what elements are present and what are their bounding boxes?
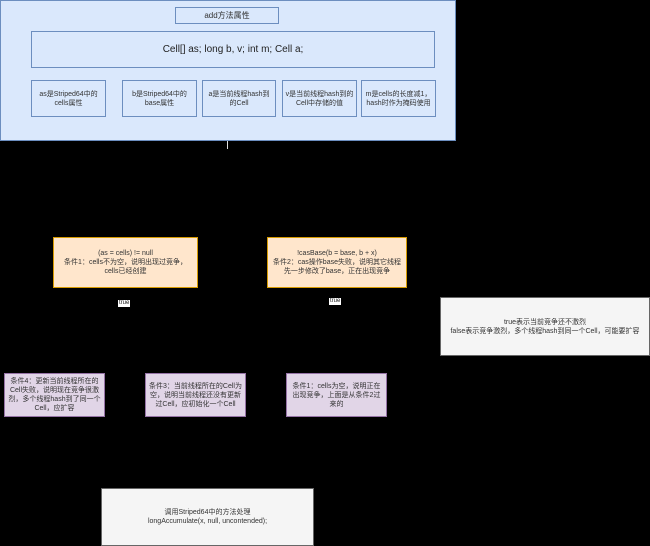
connector-line <box>227 141 228 149</box>
note-box: true表示当前竞争还不激烈 false表示竞争激烈，多个线程hash到同一个C… <box>440 297 650 356</box>
attr-a: a是当前线程hash到的Cell <box>202 80 276 117</box>
panel-title: add方法属性 <box>175 7 279 24</box>
condition-4-box: 条件4：更新当前线程所在的Cell失败，说明现在竞争很激烈，多个线程hash到了… <box>4 373 105 417</box>
condition-3-box: 条件3：当前线程所在的Cell为空，说明当前线程还没有更新过Cell，应初始化一… <box>145 373 246 417</box>
condition-1-box: (as = cells) != null 条件1：cells不为空，说明出现过竞… <box>53 237 198 288</box>
declaration-box: Cell[] as; long b, v; int m; Cell a; <box>31 31 435 68</box>
action-box: 调用Striped64中的方法处理 longAccumulate(x, null… <box>101 488 314 546</box>
condition-2-box: !casBase(b = base, b + x) 条件2：cas操作base失… <box>267 237 407 288</box>
condition-1b-box: 条件1：cells为空，说明正在出现竞争，上面是从条件2过来的 <box>286 373 387 417</box>
attr-v: v是当前线程hash到的Cell中存储的值 <box>282 80 357 117</box>
true-label-left: true <box>118 300 131 307</box>
attr-as: as是Striped64中的cells属性 <box>31 80 106 117</box>
true-label-right: true <box>329 298 342 305</box>
attr-b: b是Striped64中的base属性 <box>122 80 197 117</box>
attr-m: m是cells的长度减1，hash时作为掩码使用 <box>361 80 436 117</box>
